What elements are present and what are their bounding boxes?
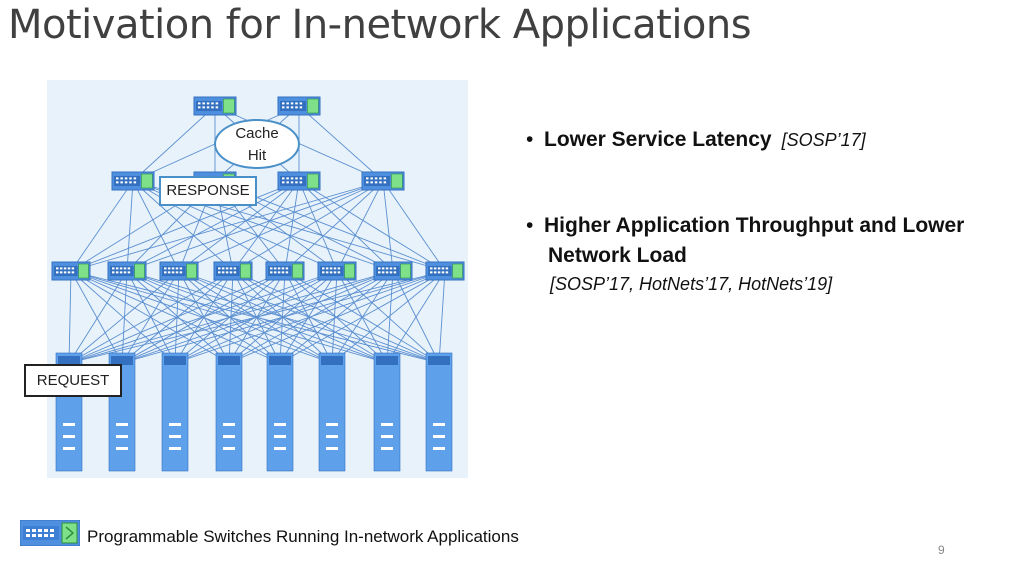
network-link [331,270,338,364]
network-link [121,270,446,364]
switch-icon [213,261,253,281]
server-racks [55,352,453,472]
server-rack [373,352,401,472]
switch-icon [19,519,81,547]
network-link [68,270,394,364]
switch-icon [111,171,155,191]
network-link [126,180,134,272]
network-link [228,270,446,364]
network-link [438,270,446,364]
network-link [279,270,446,364]
cache-hit-line2: Hit [247,147,267,164]
request-label: REQUEST [24,364,122,397]
switch-icon [277,171,321,191]
switch-icon [265,261,305,281]
network-link [68,270,180,364]
bullet-throughput: • Higher Application Throughput and Lower… [526,214,964,295]
network-link [298,180,338,272]
network-link [279,270,338,364]
switch-icon [159,261,199,281]
network-link [68,270,128,364]
network-link [70,270,333,364]
bullet-latency: • Lower Service Latency [SOSP’17] [526,128,866,152]
switch-icon [373,261,413,281]
network-link [174,270,446,364]
network-link [68,270,286,364]
switch-icon [277,96,321,116]
switch-icon [317,261,357,281]
server-rack [161,352,189,472]
network-link [68,270,72,364]
bullet-throughput-line2: Network Load [548,244,687,267]
network-link [126,180,300,272]
network-link [298,180,446,272]
network-link [70,180,300,272]
server-rack [318,352,346,472]
switch-icon [51,261,91,281]
network-link [232,180,300,272]
network-link [284,180,300,272]
server-rack [215,352,243,472]
network-link [336,180,384,272]
cache-hit-bubble: Cache Hit [214,119,300,169]
bullet-throughput-line1: Higher Application Throughput and Lower [544,214,965,237]
network-link [298,180,394,272]
response-label: RESPONSE [159,176,257,206]
switch-icon [425,261,465,281]
bullet-dot: • [526,128,534,151]
network-link [70,270,281,364]
network-link [132,180,234,272]
cache-hit-line1: Cache [235,125,279,142]
network-link [382,180,394,272]
server-rack [425,352,453,472]
network-link [178,180,384,272]
network-link [70,180,384,272]
network-link [232,180,384,272]
network-link [68,270,234,364]
network-link [68,270,446,364]
legend-label: Programmable Switches Running In-network… [87,527,519,546]
network-link [386,270,446,364]
server-rack [266,352,294,472]
network-links [68,105,446,364]
switch-icon [361,171,405,191]
legend-switch-icon [19,519,81,551]
network-link [298,105,384,182]
switch-icon [107,261,147,281]
network-link [331,270,446,364]
network-link [126,180,384,272]
bullet-dot: • [526,214,534,237]
network-link [70,180,134,272]
page-number: 9 [938,543,945,557]
bullet-latency-text: Lower Service Latency [544,128,772,151]
slide-title: Motivation for In-network Applications [8,2,752,48]
network-link [68,270,338,364]
bullet-latency-citation: [SOSP’17] [781,130,866,150]
network-link [132,180,286,272]
switch-icon [193,96,237,116]
network-link [132,180,180,272]
network-link [382,180,446,272]
network-link [178,180,300,272]
network-link [132,105,216,182]
bullet-throughput-citation: [SOSP’17, HotNets’17, HotNets’19] [550,274,833,294]
network-link [284,180,384,272]
